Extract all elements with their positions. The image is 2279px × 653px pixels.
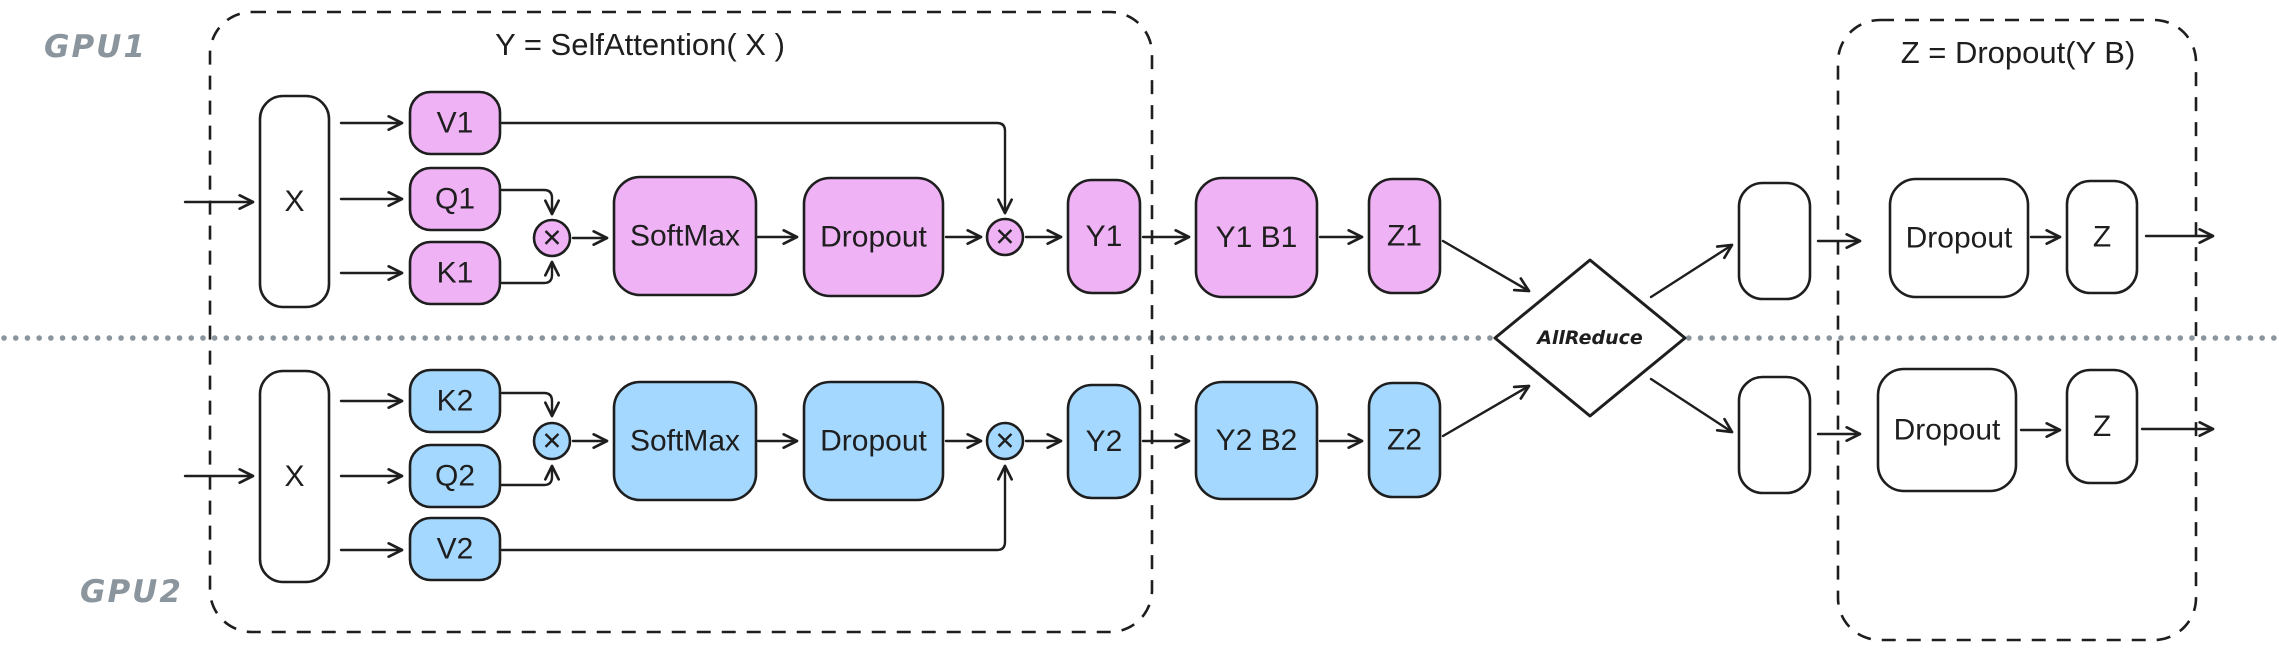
dropout-group-title: Z = Dropout(Y B)	[1901, 35, 2136, 70]
softmax-gpu1-label: SoftMax	[630, 220, 740, 253]
edge-v1-matmulv	[500, 121, 1013, 215]
matmul-v-gpu1-label: ✕	[995, 223, 1016, 252]
matmul-qk-gpu1-node	[532, 218, 572, 258]
edge-v2-matmulv	[500, 464, 1013, 552]
q1-label: Q1	[435, 183, 475, 216]
dropout-attn-gpu1-label: Dropout	[820, 221, 927, 254]
y2-label: Y2	[1086, 425, 1123, 458]
edge-z1-allreduce	[1441, 239, 1531, 293]
y2-node	[1066, 383, 1142, 500]
z2-label: Z2	[1387, 424, 1422, 457]
matmul-qk-gpu2-label: ✕	[542, 427, 563, 456]
x-input-gpu2-label: X	[284, 460, 304, 493]
allreduce-label: AllReduce	[1535, 327, 1643, 349]
softmax-gpu2-node	[612, 380, 758, 502]
selfattention-group-title: Y = SelfAttention( X )	[495, 27, 785, 62]
x-input-gpu1-node	[258, 94, 331, 309]
z1-node	[1367, 177, 1442, 295]
edge-k2-matmul	[500, 391, 560, 418]
matmul-v-gpu2-label: ✕	[995, 427, 1016, 456]
dropout-out-gpu2-label: Dropout	[1894, 414, 2001, 447]
y1-label: Y1	[1086, 220, 1123, 253]
z1-label: Z1	[1387, 220, 1422, 253]
v1-label: V1	[437, 107, 474, 140]
softmax-gpu2-label: SoftMax	[630, 425, 740, 458]
dropout-out-gpu1-label: Dropout	[1906, 222, 2013, 255]
dropout-attn-gpu2-node	[802, 380, 945, 502]
allreduce-node	[1493, 258, 1687, 418]
dropout-out-gpu1-node	[1888, 177, 2030, 299]
dropout-group-dashed-border	[1836, 18, 2198, 642]
v2-node	[408, 516, 502, 582]
softmax-gpu1-node	[612, 175, 758, 297]
matmul-qk-gpu2-node	[532, 421, 572, 461]
z2-node	[1367, 381, 1442, 499]
v2-label: V2	[437, 533, 474, 566]
x-input-gpu1-label: X	[284, 185, 304, 218]
y1b1-label: Y1 B1	[1216, 221, 1298, 254]
matmul-qk-gpu1-label: ✕	[542, 224, 563, 253]
k2-node	[408, 368, 502, 434]
k2-label: K2	[437, 385, 474, 418]
matmul-v-gpu1-node	[985, 217, 1025, 257]
k1-label: K1	[437, 257, 474, 290]
dropout-attn-gpu2-label: Dropout	[820, 425, 927, 458]
z-out-gpu2-node	[2065, 368, 2139, 485]
y2b2-label: Y2 B2	[1216, 424, 1298, 457]
dropout-attn-gpu1-node	[802, 176, 945, 298]
edge-allreduce-gather-gpu2	[1649, 377, 1734, 434]
gpu1-label: GPU1	[44, 29, 147, 65]
y1-node	[1066, 178, 1142, 295]
y2b2-node	[1194, 380, 1319, 501]
q2-node	[408, 443, 502, 509]
edge-z2-allreduce	[1441, 384, 1531, 438]
z-out-gpu1-label: Z	[2093, 221, 2111, 254]
gather-gpu1-node	[1737, 181, 1812, 301]
y1b1-node	[1194, 176, 1319, 299]
edge-q1-matmul	[500, 188, 560, 216]
matmul-v-gpu2-node	[985, 421, 1025, 461]
z-out-gpu2-label: Z	[2093, 410, 2111, 443]
k1-node	[408, 240, 502, 306]
z-out-gpu1-node	[2065, 179, 2139, 295]
x-input-gpu2-node	[258, 369, 331, 584]
edge-k1-matmul	[500, 260, 560, 285]
edge-q2-matmul	[500, 464, 560, 487]
gather-gpu2-node	[1737, 375, 1812, 495]
q2-label: Q2	[435, 460, 475, 493]
dropout-out-gpu2-node	[1876, 367, 2018, 493]
edge-allreduce-gather-gpu1	[1649, 243, 1734, 299]
selfattention-group-dashed-border	[208, 10, 1154, 634]
gpu2-label: GPU2	[80, 574, 183, 610]
v1-node	[408, 90, 502, 156]
q1-node	[408, 166, 502, 232]
